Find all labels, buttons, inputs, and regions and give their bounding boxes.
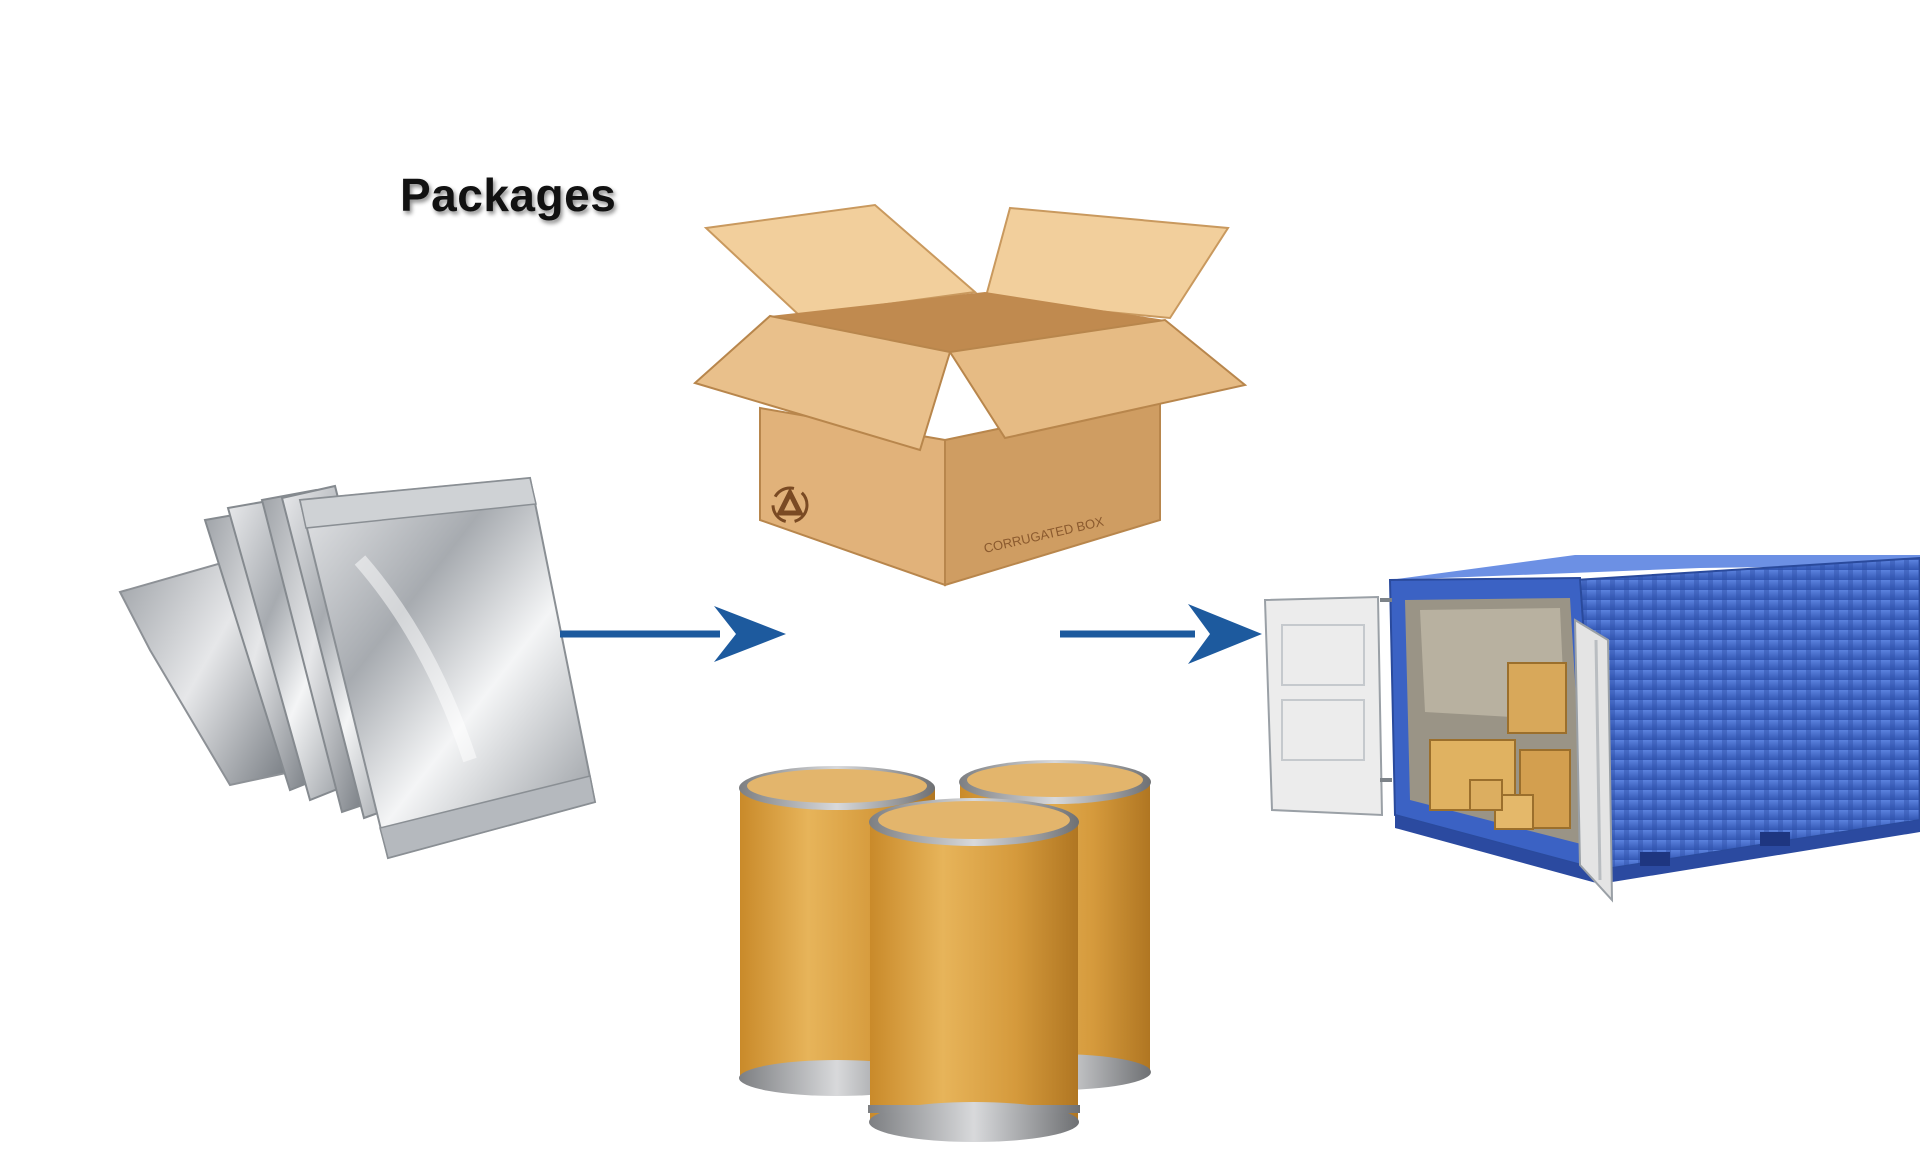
foil-bags-image bbox=[118, 476, 597, 860]
container-door-left bbox=[1263, 595, 1392, 817]
fiber-drums-image bbox=[739, 760, 1151, 1142]
cargo-boxes bbox=[1429, 662, 1571, 830]
diagram-title: Packages bbox=[400, 169, 617, 221]
arrow-bags-to-packages bbox=[560, 606, 786, 662]
container-door-right bbox=[1573, 618, 1614, 903]
corrugated-box-image: CORRUGATED BOX bbox=[692, 203, 1248, 587]
arrow-packages-to-container bbox=[1060, 604, 1262, 664]
shipping-container-image bbox=[1263, 555, 1920, 903]
recycle-icon bbox=[771, 486, 809, 524]
